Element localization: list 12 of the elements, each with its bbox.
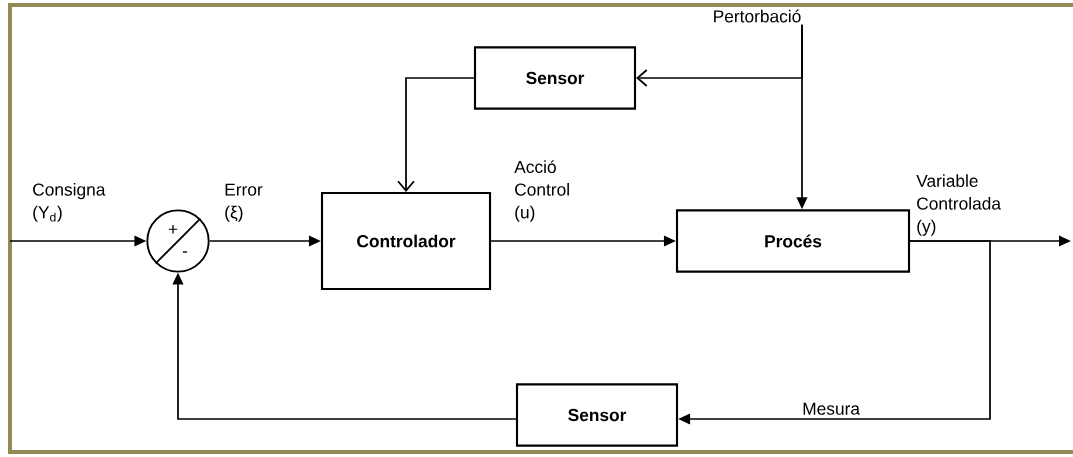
block-box: Sensor <box>515 383 679 447</box>
disturbance-label: Pertorbació <box>714 9 801 23</box>
block-box: Procés <box>675 209 911 273</box>
block-box: Controlador <box>320 191 492 291</box>
edge-label: Consigna (Y$_{d}$) <box>33 183 106 222</box>
edge-label: Variable Controlada (y) <box>916 174 1001 236</box>
block-box: Sensor <box>473 46 637 110</box>
arrow <box>397 77 475 192</box>
summing-junction: + - <box>146 209 210 273</box>
edge-label: Mesura <box>803 402 860 415</box>
edge-label: Acció Control (u) <box>514 160 569 222</box>
edge-label: Error (ξ) <box>225 183 263 222</box>
